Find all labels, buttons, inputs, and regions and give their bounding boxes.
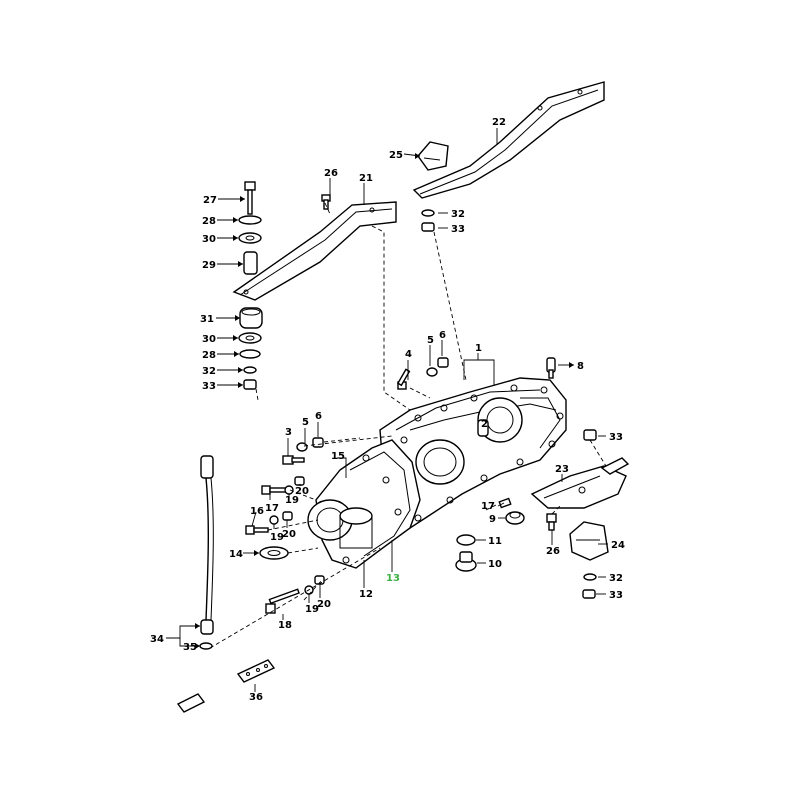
callout-32-right: 32: [609, 573, 623, 584]
callout-21: 21: [359, 173, 373, 184]
callout-18: 18: [278, 620, 292, 631]
callout-1: 1: [475, 343, 482, 354]
callout-5-mid: 5: [302, 417, 309, 428]
callout-36: 36: [249, 692, 263, 703]
mount-bracket-23: [530, 457, 630, 509]
callout-22: 22: [492, 117, 506, 128]
nut-20-b: [282, 511, 293, 521]
callout-19-c: 19: [305, 604, 319, 615]
callout-20-a: 20: [295, 486, 309, 497]
cap-2: [477, 419, 489, 437]
nut-33-top: [421, 222, 435, 232]
callout-9: 9: [489, 514, 496, 525]
bolt-17-right: [498, 497, 512, 509]
callout-25: 25: [389, 150, 403, 161]
washer-19-a: [284, 485, 294, 495]
callout-30-bottom: 30: [202, 334, 216, 345]
callout-26-top: 26: [324, 168, 338, 179]
callout-2: 2: [481, 419, 488, 430]
cushion-31: [239, 307, 263, 329]
callout-3: 3: [285, 427, 292, 438]
washer-19-b: [269, 515, 279, 525]
callout-33-top: 33: [451, 224, 465, 235]
callout-30-top: 30: [202, 234, 216, 245]
breather-8: [546, 357, 556, 379]
callout-20-b: 20: [282, 529, 296, 540]
speedometer-cable-34: [200, 455, 214, 635]
callout-17-left: 17: [265, 503, 279, 514]
washer-5-top: [426, 367, 438, 377]
drain-plug-10: [455, 551, 477, 572]
bolt-3: [282, 455, 305, 465]
callout-24: 24: [611, 540, 625, 551]
transfer-case-housing: [379, 377, 567, 529]
bushing-30-top: [238, 232, 262, 244]
nut-6-top: [437, 357, 449, 368]
callout-35: 35: [183, 642, 197, 653]
mount-cushion-24: [569, 521, 609, 561]
callout-10: 10: [488, 559, 502, 570]
arrowheads: [195, 153, 574, 649]
callout-14: 14: [229, 549, 243, 560]
washer-28-top: [238, 215, 262, 225]
callout-28-top: 28: [202, 216, 216, 227]
callout-31: 31: [200, 314, 214, 325]
callout-8: 8: [577, 361, 584, 372]
nut-33-left: [243, 379, 257, 390]
callout-4: 4: [405, 349, 412, 360]
bolt-4: [396, 368, 411, 390]
crossmember-right: [412, 81, 605, 199]
washer-5-mid: [296, 442, 308, 452]
callout-17-right: 17: [481, 501, 495, 512]
washer-28-bottom: [239, 349, 261, 359]
bolt-26-right: [546, 513, 557, 531]
callout-33-left: 33: [202, 381, 216, 392]
connector-bottom-left: [176, 693, 206, 713]
gasket-11: [456, 534, 476, 546]
callout-32-top: 32: [451, 209, 465, 220]
nut-33-right-top: [583, 429, 597, 441]
washer-32-top: [421, 209, 435, 217]
callout-33-right-top: 33: [609, 432, 623, 443]
washer-32-left: [243, 366, 257, 374]
callout-26-right: 26: [546, 546, 560, 557]
callout-23: 23: [555, 464, 569, 475]
callout-12: 12: [359, 589, 373, 600]
callout-13: 13: [386, 573, 400, 584]
callout-34: 34: [150, 634, 164, 645]
callout-16: 16: [250, 506, 264, 517]
callout-11: 11: [488, 536, 502, 547]
bolt-16: [245, 525, 269, 535]
mount-cushion-25: [417, 141, 449, 171]
seal-14: [259, 546, 289, 560]
bushing-30-bottom: [238, 332, 262, 344]
nut-33-right-bottom: [582, 589, 596, 599]
bolt-18: [265, 588, 300, 614]
washer-32-right: [583, 573, 597, 581]
assembly-lines: [209, 202, 607, 649]
callout-labels: 27 28 30 29 31 30 28 32 33 26 21 22 25 3…: [150, 117, 625, 703]
callout-6-top: 6: [439, 330, 446, 341]
callout-19-a: 19: [285, 495, 299, 506]
callout-6-mid: 6: [315, 411, 322, 422]
callout-27: 27: [203, 195, 217, 206]
nut-20-a: [294, 476, 305, 486]
bolt-27: [244, 181, 256, 215]
spacer-29: [243, 251, 258, 275]
callout-32-left: 32: [202, 366, 216, 377]
front-case: [307, 439, 421, 569]
callout-5-top: 5: [427, 335, 434, 346]
gear-9: [505, 511, 525, 525]
callout-29: 29: [202, 260, 216, 271]
nut-6-mid: [312, 437, 324, 448]
callout-33-right-bottom: 33: [609, 590, 623, 601]
crossmember-left: [232, 201, 397, 301]
callout-20-c: 20: [317, 599, 331, 610]
bolt-26-top: [321, 194, 331, 210]
bracket-36: [236, 659, 276, 683]
callout-28-bottom: 28: [202, 350, 216, 361]
callout-19-b: 19: [270, 532, 284, 543]
callout-15: 15: [331, 451, 345, 462]
